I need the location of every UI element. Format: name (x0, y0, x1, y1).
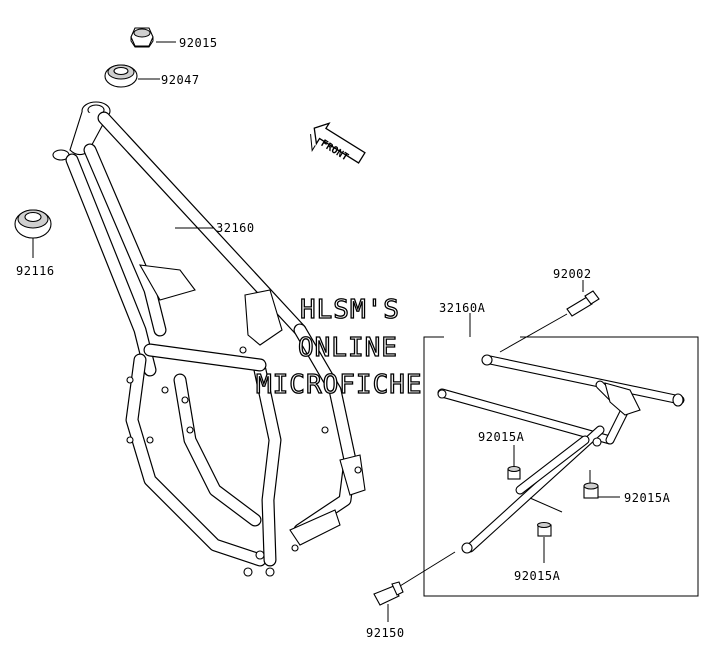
main-frame-32160[interactable] (52, 101, 366, 577)
part-label-32160: 32160 (216, 221, 255, 235)
part-label-92150: 92150 (366, 626, 405, 640)
watermark-line3: MICROFICHE (256, 370, 423, 400)
part-label-92015: 92015 (179, 36, 218, 50)
part-label-92015A-right: 92015A (624, 491, 671, 505)
watermark: HLSM'S ONLINE MICROFICHE (255, 294, 423, 400)
watermark-line2: ONLINE (298, 333, 398, 363)
part-label-92002: 92002 (553, 267, 592, 281)
bolt-92150-icon[interactable] (373, 581, 404, 606)
bolt-92002-icon[interactable] (566, 290, 600, 317)
part-label-92015A-lower: 92015A (514, 569, 561, 583)
bolt-92015A-lower-icon[interactable] (537, 522, 552, 537)
nut-92015-icon[interactable] (130, 27, 154, 48)
watermark-line1: HLSM'S (300, 295, 400, 325)
subframe-32160A[interactable] (437, 354, 685, 554)
front-arrow-icon: FRONT (310, 122, 366, 164)
seal-92047-icon[interactable] (104, 64, 138, 88)
part-label-92015A-center: 92015A (478, 430, 525, 444)
part-label-32160A: 32160A (439, 301, 486, 315)
bolt-92015A-right-icon[interactable] (583, 482, 599, 499)
part-label-92047: 92047 (161, 73, 200, 87)
bolt-92015A-center-icon[interactable] (507, 466, 521, 480)
part-label-92116: 92116 (16, 264, 55, 278)
subframe-callout-box (423, 336, 699, 597)
seal-92116-icon[interactable] (14, 209, 52, 239)
